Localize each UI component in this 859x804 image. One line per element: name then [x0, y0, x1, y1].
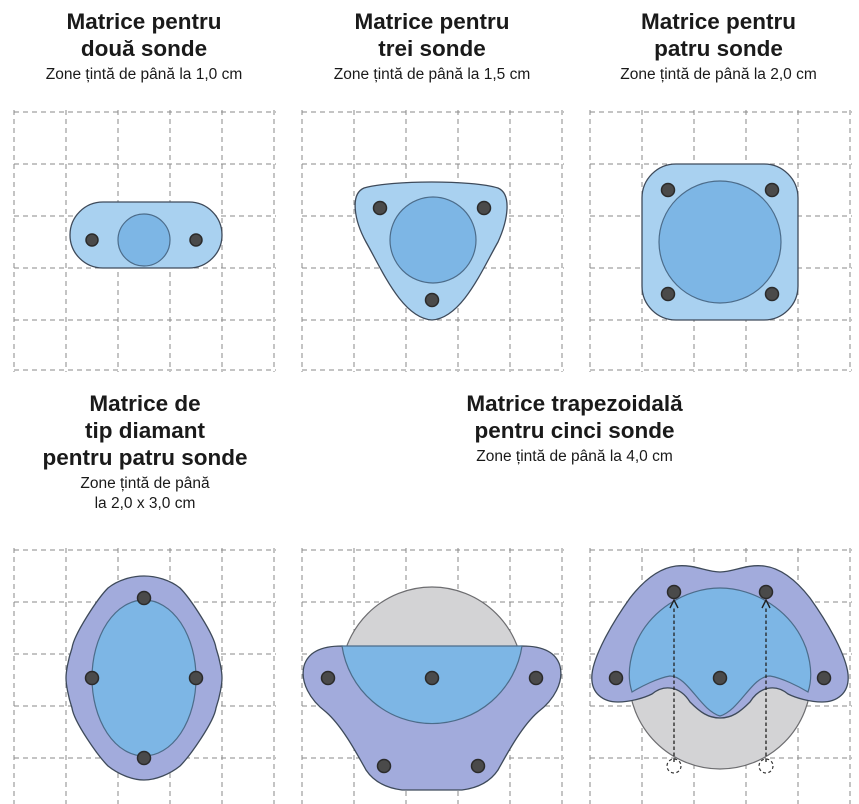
heading-three-probe: Matrice pentru trei sonde Zone țintă de …: [288, 8, 576, 85]
probe: [476, 200, 492, 216]
heading-trapezoid: Matrice trapezoidală pentru cinci sonde …: [290, 390, 859, 467]
probe: [816, 670, 832, 686]
probe: [758, 584, 774, 600]
title-line: Matrice pentru: [640, 9, 797, 34]
subtitle-line: Zone țintă de până la 2,0 cm: [620, 66, 817, 83]
probe: [136, 590, 152, 606]
subtitle-three-probe: Zone țintă de până la 1,5 cm: [288, 65, 576, 85]
probe: [372, 200, 388, 216]
probe: [376, 758, 392, 774]
title-line: Matrice de: [89, 391, 201, 416]
title-line: tip diamant: [84, 418, 205, 443]
probe: [470, 758, 486, 774]
probe: [136, 750, 152, 766]
probe: [188, 670, 204, 686]
arrow-head: [669, 598, 679, 609]
subtitle-four-probe: Zone țintă de până la 2,0 cm: [578, 65, 859, 85]
target-zone: [628, 587, 812, 717]
probe: [528, 670, 544, 686]
title-two-probe: Matrice pentru două sonde: [0, 8, 288, 62]
three-probe-diagram: [301, 110, 564, 372]
subtitle-two-probe: Zone țintă de până la 1,0 cm: [0, 65, 288, 85]
original-probe-position: [666, 758, 682, 774]
subtitle-line: Zone țintă de până la 1,0 cm: [45, 66, 243, 83]
target-zone: [389, 196, 477, 284]
subtitle-diamond: Zone țintă de până la 2,0 x 3,0 cm: [0, 474, 290, 514]
probe: [424, 670, 440, 686]
probe: [608, 670, 624, 686]
trapezoid-diagram-a: [301, 548, 564, 804]
title-line: pentru patru sonde: [42, 445, 248, 470]
heading-diamond: Matrice de tip diamant pentru patru sond…: [0, 390, 290, 514]
probe: [85, 233, 99, 247]
two-probe-diagram: [13, 110, 276, 372]
probe: [712, 670, 728, 686]
trapezoid-diagram-b: [589, 548, 852, 804]
probe: [660, 182, 676, 198]
four-probe-diagram: [589, 110, 852, 372]
title-four-probe: Matrice pentru patru sonde: [578, 8, 859, 62]
probe: [764, 182, 780, 198]
probe: [189, 233, 203, 247]
subtitle-trapezoid: Zone țintă de până la 4,0 cm: [290, 447, 859, 467]
title-line: pentru cinci sonde: [474, 418, 675, 443]
probe: [660, 286, 676, 302]
title-line: Matrice pentru: [354, 9, 510, 34]
title-line: Matrice trapezoidală: [466, 391, 683, 416]
title-line: Matrice pentru: [66, 9, 222, 34]
probe: [320, 670, 336, 686]
heading-four-probe: Matrice pentru patru sonde Zone țintă de…: [578, 8, 859, 85]
subtitle-line: la 2,0 x 3,0 cm: [94, 495, 196, 512]
probe: [84, 670, 100, 686]
probe: [666, 584, 682, 600]
arrow-head: [761, 598, 771, 609]
heading-two-probe: Matrice pentru două sonde Zone țintă de …: [0, 8, 288, 85]
target-zone: [117, 213, 171, 267]
subtitle-line: Zone țintă de până: [80, 475, 210, 492]
probe: [764, 286, 780, 302]
title-diamond: Matrice de tip diamant pentru patru sond…: [0, 390, 290, 471]
title-line: două sonde: [80, 36, 208, 61]
title-line: patru sonde: [654, 36, 783, 61]
title-three-probe: Matrice pentru trei sonde: [288, 8, 576, 62]
original-probe-position: [758, 758, 774, 774]
subtitle-line: Zone țintă de până la 1,5 cm: [333, 66, 531, 83]
target-zone: [658, 180, 782, 304]
target-zone: [91, 599, 197, 757]
title-line: trei sonde: [378, 36, 486, 61]
title-trapezoid: Matrice trapezoidală pentru cinci sonde: [290, 390, 859, 444]
subtitle-line: Zone țintă de până la 4,0 cm: [476, 448, 673, 465]
diamond-diagram: [13, 548, 276, 804]
probe: [424, 292, 440, 308]
